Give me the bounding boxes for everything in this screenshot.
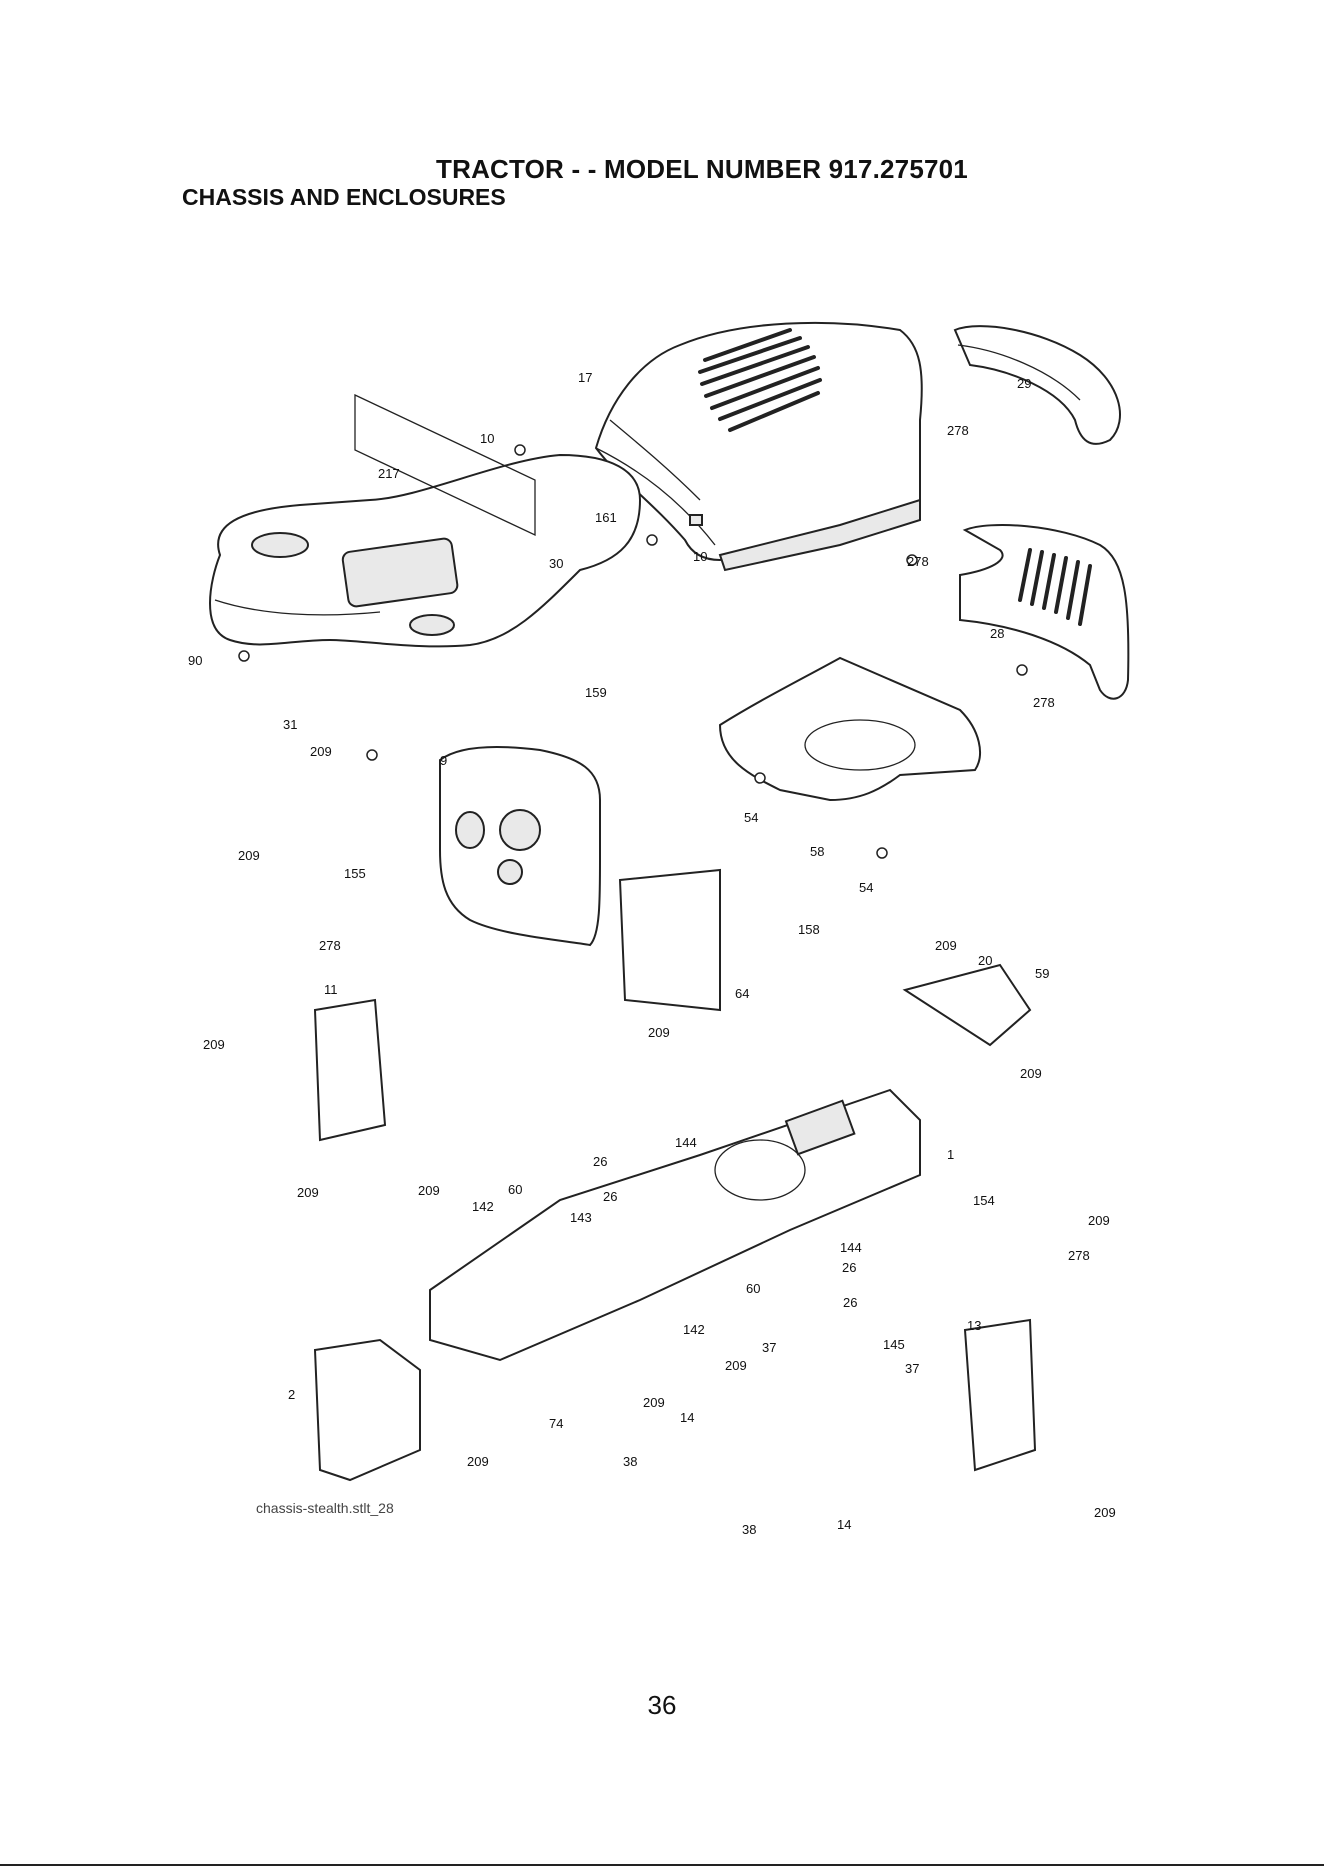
callout-209: 209 <box>310 744 332 759</box>
callout-20: 20 <box>978 953 992 968</box>
callout-26: 26 <box>843 1295 857 1310</box>
callout-209: 209 <box>1088 1213 1110 1228</box>
callout-209: 209 <box>418 1183 440 1198</box>
callout-278: 278 <box>947 423 969 438</box>
callout-74: 74 <box>549 1416 563 1431</box>
callout-209: 209 <box>648 1025 670 1040</box>
callout-143: 143 <box>570 1210 592 1225</box>
callout-30: 30 <box>549 556 563 571</box>
callout-155: 155 <box>344 866 366 881</box>
callout-209: 209 <box>467 1454 489 1469</box>
callout-17: 17 <box>578 370 592 385</box>
callout-217: 217 <box>378 466 400 481</box>
plate-11-part <box>315 1000 385 1140</box>
callout-54: 54 <box>859 880 873 895</box>
callout-13: 13 <box>967 1318 981 1333</box>
plate-20-part <box>905 965 1030 1045</box>
callout-209: 209 <box>297 1185 319 1200</box>
plate-2-part <box>315 1340 420 1480</box>
callout-31: 31 <box>283 717 297 732</box>
plate-64-part <box>620 870 720 1010</box>
callout-142: 142 <box>683 1322 705 1337</box>
callout-10: 10 <box>480 431 494 446</box>
callout-59: 59 <box>1035 966 1049 981</box>
callout-60: 60 <box>746 1281 760 1296</box>
callout-37: 37 <box>762 1340 776 1355</box>
diagram-caption: chassis-stealth.stlt_28 <box>256 1500 394 1516</box>
callout-37: 37 <box>905 1361 919 1376</box>
callout-38: 38 <box>623 1454 637 1469</box>
callout-26: 26 <box>603 1189 617 1204</box>
callout-60: 60 <box>508 1182 522 1197</box>
fender-30-part <box>210 395 640 646</box>
callout-54: 54 <box>744 810 758 825</box>
callout-209: 209 <box>725 1358 747 1373</box>
callout-11: 11 <box>324 982 338 997</box>
page-number: 36 <box>0 1690 1324 1721</box>
callout-26: 26 <box>842 1260 856 1275</box>
callout-144: 144 <box>675 1135 697 1150</box>
callout-142: 142 <box>472 1199 494 1214</box>
callout-159: 159 <box>585 685 607 700</box>
plate-13-part <box>965 1320 1035 1470</box>
dash-panel-9-part <box>440 747 600 945</box>
callout-58: 58 <box>810 844 824 859</box>
callout-278: 278 <box>1033 695 1055 710</box>
callout-209: 209 <box>935 938 957 953</box>
callout-90: 90 <box>188 653 202 668</box>
callout-145: 145 <box>883 1337 905 1352</box>
callout-10: 10 <box>693 549 707 564</box>
grille-29-part <box>955 326 1120 444</box>
callout-209: 209 <box>1020 1066 1042 1081</box>
callout-14: 14 <box>680 1410 694 1425</box>
callout-278: 278 <box>319 938 341 953</box>
nose-28-part <box>960 525 1128 699</box>
bottom-rule <box>0 1864 1324 1866</box>
callout-209: 209 <box>643 1395 665 1410</box>
callout-278: 278 <box>1068 1248 1090 1263</box>
callout-209: 209 <box>203 1037 225 1052</box>
callout-158: 158 <box>798 922 820 937</box>
callout-64: 64 <box>735 986 749 1001</box>
callout-278: 278 <box>907 554 929 569</box>
callout-1: 1 <box>947 1147 954 1162</box>
frame-1-part <box>430 1090 920 1360</box>
callout-209: 209 <box>238 848 260 863</box>
callout-161: 161 <box>595 510 617 525</box>
callout-29: 29 <box>1017 376 1031 391</box>
callout-144: 144 <box>840 1240 862 1255</box>
callout-28: 28 <box>990 626 1004 641</box>
callout-209: 209 <box>1094 1505 1116 1520</box>
hood-part <box>596 323 922 570</box>
callout-9: 9 <box>440 753 447 768</box>
callout-154: 154 <box>973 1193 995 1208</box>
callout-38: 38 <box>742 1522 756 1537</box>
callout-26: 26 <box>593 1154 607 1169</box>
callout-14: 14 <box>837 1517 851 1532</box>
callout-2: 2 <box>288 1387 295 1402</box>
